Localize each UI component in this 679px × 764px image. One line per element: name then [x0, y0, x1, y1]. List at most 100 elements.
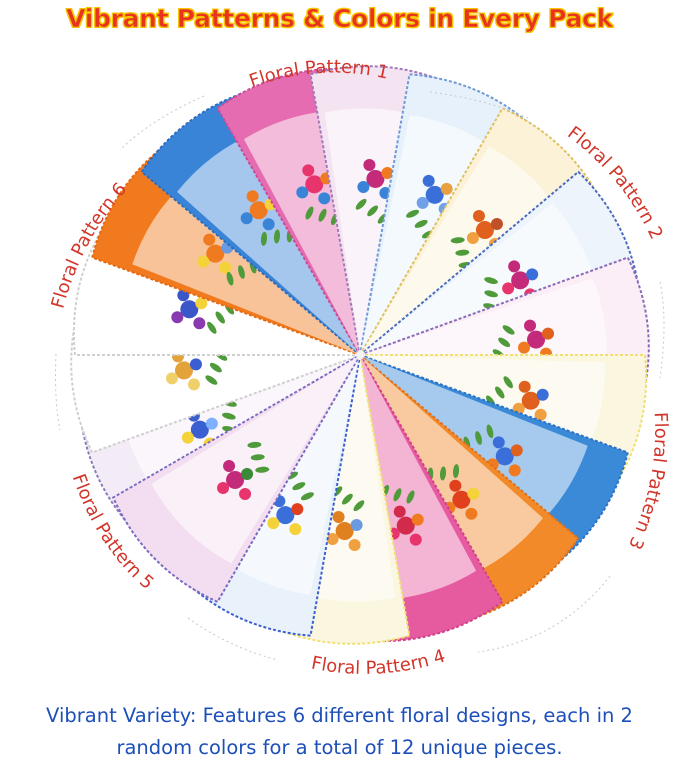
flower-motif	[534, 408, 547, 421]
leaf-motif	[226, 271, 234, 286]
leaf-motif	[498, 337, 511, 348]
flower-motif	[363, 158, 376, 171]
flower-motif	[177, 289, 190, 302]
caption-line-2: random colors for a total of 12 unique p…	[116, 736, 563, 759]
flower-motif	[190, 420, 209, 439]
flower-motif	[240, 212, 253, 225]
leaf-motif	[455, 249, 470, 256]
fan-group	[70, 65, 650, 645]
fan-center	[356, 351, 364, 359]
flower-motif	[241, 467, 254, 480]
flower-motif	[467, 487, 480, 500]
flower-motif	[521, 391, 540, 410]
svg-text:Floral Pattern 4: Floral Pattern 4	[310, 646, 448, 679]
flower-motif	[217, 481, 230, 494]
leaf-motif	[318, 208, 327, 222]
leaf-motif	[495, 386, 505, 399]
leaf-motif	[238, 265, 245, 279]
flower-motif	[393, 505, 406, 518]
flower-motif	[411, 513, 424, 526]
leaf-motif	[215, 311, 225, 324]
flower-motif	[246, 190, 259, 203]
floral-pattern-4-text: Floral Pattern 4	[310, 646, 448, 679]
leaf-motif	[207, 321, 217, 334]
flower-motif	[416, 196, 429, 209]
floral-pattern-4-label: Floral Pattern 4	[310, 646, 448, 679]
flower-motif	[357, 180, 370, 193]
flower-motif	[425, 185, 444, 204]
flower-motif	[440, 182, 453, 195]
flower-motif	[396, 516, 415, 535]
flower-motif	[305, 175, 324, 194]
flower-motif	[409, 533, 422, 546]
leaf-motif	[484, 277, 498, 285]
flower-motif	[189, 358, 202, 371]
flower-motif	[449, 479, 462, 492]
flower-motif	[206, 244, 225, 263]
leaf-motif	[260, 231, 268, 246]
flower-motif	[193, 317, 206, 330]
flower-motif	[174, 361, 193, 380]
leaf-motif	[250, 454, 265, 461]
flower-motif	[527, 330, 546, 349]
handkerchief	[90, 135, 364, 358]
leaf-motif	[393, 488, 402, 502]
caption-line-1: Vibrant Variety: Features 6 different fl…	[46, 704, 633, 727]
flower-motif	[181, 431, 194, 444]
flower-motif	[465, 507, 478, 520]
flower-motif	[302, 164, 315, 177]
leaf-motif	[300, 492, 314, 501]
flower-motif	[524, 319, 537, 332]
flower-motif	[276, 506, 295, 525]
flower-motif	[180, 300, 199, 319]
flower-motif	[239, 487, 252, 500]
flower-motif	[318, 192, 331, 205]
leaf-motif	[292, 482, 306, 491]
caption: Vibrant Variety: Features 6 different fl…	[0, 700, 679, 764]
leaf-motif	[353, 500, 365, 512]
leaf-motif	[486, 424, 494, 439]
leaf-motif	[439, 466, 447, 481]
flower-motif	[197, 255, 210, 268]
flower-motif	[518, 341, 531, 354]
flower-motif	[495, 447, 514, 466]
flower-motif	[350, 519, 363, 532]
flower-motif	[226, 470, 245, 489]
leaf-motif	[305, 206, 314, 220]
flower-motif	[466, 232, 479, 245]
leaf-motif	[450, 237, 465, 244]
flower-motif	[195, 297, 208, 310]
leaf-motif	[205, 375, 218, 385]
flower-motif	[508, 464, 521, 477]
flower-motif	[475, 221, 494, 240]
flower-motif	[165, 372, 178, 385]
flower-motif	[219, 261, 232, 274]
flower-motif	[518, 380, 531, 393]
flower-motif	[452, 490, 471, 509]
flower-motif	[203, 233, 216, 246]
flower-motif	[289, 523, 302, 536]
flower-motif	[490, 218, 503, 231]
leaf-motif	[255, 466, 270, 473]
leaf-motif	[247, 441, 262, 448]
leaf-motif	[452, 464, 460, 479]
flower-motif	[262, 218, 275, 231]
flower-motif	[492, 436, 505, 449]
flower-motif	[536, 388, 549, 401]
flower-motif	[171, 311, 184, 324]
leaf-motif	[406, 490, 415, 504]
leaf-motif	[406, 209, 420, 218]
flower-motif	[508, 260, 521, 273]
flower-motif	[381, 166, 394, 179]
flower-motif	[542, 327, 555, 340]
leaf-motif	[355, 198, 367, 210]
flower-motif	[249, 201, 268, 220]
flower-motif	[510, 444, 523, 457]
headline: Vibrant Patterns & Colors in Every Pack	[66, 4, 614, 34]
handkerchief	[111, 352, 363, 604]
leaf-motif	[502, 325, 515, 335]
leaf-motif	[209, 362, 222, 373]
flower-motif	[326, 533, 339, 546]
leaf-motif	[503, 376, 513, 389]
